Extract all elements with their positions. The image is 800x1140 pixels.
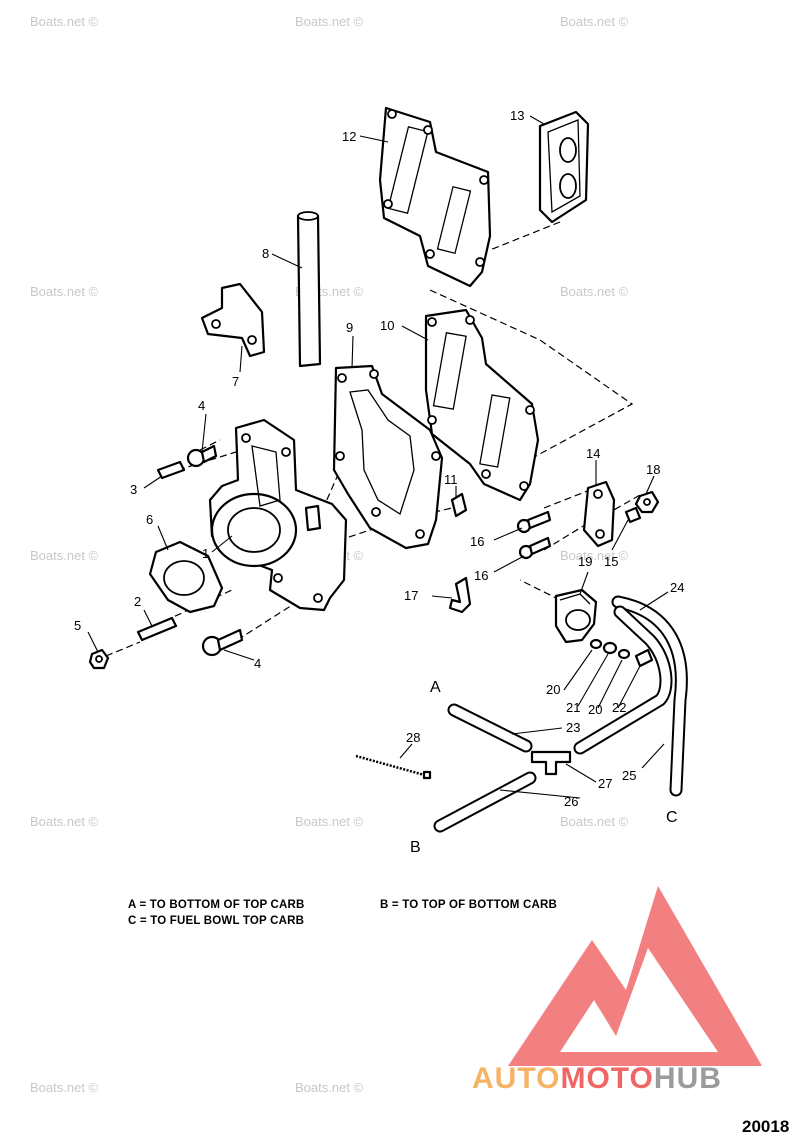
gasket-part-9 bbox=[332, 364, 444, 550]
callout-5: 5 bbox=[74, 618, 81, 633]
callout-16-lower: 16 bbox=[474, 568, 488, 583]
clip-part-17 bbox=[448, 576, 472, 614]
gasket-part-12 bbox=[378, 106, 492, 288]
watermark-text: Boats.net © bbox=[560, 548, 629, 563]
callout-6: 6 bbox=[146, 512, 153, 527]
callout-27: 27 bbox=[598, 776, 612, 791]
connection-letters: A B C bbox=[410, 679, 678, 856]
callout-22: 22 bbox=[612, 700, 626, 715]
callout-17: 17 bbox=[404, 588, 418, 603]
stud-part-3 bbox=[156, 460, 186, 480]
brand-part-hub: HUB bbox=[654, 1062, 722, 1095]
callout-20-left: 20 bbox=[546, 682, 560, 697]
legend-a: A = TO BOTTOM OF TOP CARB bbox=[128, 899, 305, 911]
callout-1: 1 bbox=[202, 546, 209, 561]
callout-18: 18 bbox=[646, 462, 660, 477]
watermark-text: Boats.net © bbox=[295, 14, 364, 29]
bracket-part-14 bbox=[582, 480, 616, 548]
hose-part-25 bbox=[573, 605, 673, 755]
callout-2: 2 bbox=[134, 594, 141, 609]
letter-c: C bbox=[666, 809, 678, 826]
gasket-part-10 bbox=[424, 308, 540, 502]
watermark-text: Boats.net © bbox=[560, 14, 629, 29]
watermark-text: Boats.net © bbox=[560, 814, 629, 829]
callout-11: 11 bbox=[444, 472, 458, 487]
callout-28: 28 bbox=[406, 730, 420, 745]
tube-part-8 bbox=[296, 211, 322, 368]
callout-24: 24 bbox=[670, 580, 684, 595]
callout-20-right: 20 bbox=[588, 702, 602, 717]
screw-part-4-lower bbox=[201, 628, 244, 657]
nut-part-18 bbox=[634, 490, 660, 514]
automotohub-logo: AUTOMOTOHUB bbox=[472, 886, 762, 1095]
nut-part-5 bbox=[88, 648, 110, 670]
intake-manifold-part-1 bbox=[208, 418, 348, 612]
letter-a: A bbox=[430, 679, 441, 696]
callout-14: 14 bbox=[586, 446, 600, 461]
brand-part-auto: AUTO bbox=[472, 1062, 560, 1095]
watermark-text: Boats.net © bbox=[295, 814, 364, 829]
callout-15: 15 bbox=[604, 554, 618, 569]
callout-12: 12 bbox=[342, 129, 356, 144]
letter-b: B bbox=[410, 839, 421, 856]
legend-b: B = TO TOP OF BOTTOM CARB bbox=[380, 899, 557, 911]
callout-10: 10 bbox=[380, 318, 394, 333]
watermark-text: Boats.net © bbox=[30, 284, 99, 299]
bracket-part-7 bbox=[200, 282, 266, 358]
valve-part-19 bbox=[554, 588, 598, 644]
washer-part-21 bbox=[602, 641, 618, 655]
screw-part-11 bbox=[450, 492, 468, 518]
washer-part-20a bbox=[589, 638, 603, 650]
watermark-text: Boats.net © bbox=[30, 548, 99, 563]
leader-lines bbox=[87, 115, 669, 799]
brand-wordmark: AUTOMOTOHUB bbox=[472, 1062, 722, 1095]
watermark-text: Boats.net © bbox=[30, 14, 99, 29]
screw-part-16-lower bbox=[518, 536, 552, 560]
callout-4-upper: 4 bbox=[198, 398, 205, 413]
brand-part-moto: MOTO bbox=[560, 1062, 653, 1095]
spacer-part-15 bbox=[624, 506, 642, 524]
reed-block-part-13 bbox=[538, 110, 590, 224]
stud-part-2 bbox=[136, 616, 178, 642]
logo-triangle-icon bbox=[508, 886, 762, 1066]
washer-part-20b bbox=[617, 648, 631, 660]
drawing-number: 20018 bbox=[742, 1117, 789, 1136]
screw-part-22 bbox=[634, 648, 654, 668]
callout-16-upper: 16 bbox=[470, 534, 484, 549]
callout-23: 23 bbox=[566, 720, 580, 735]
gasket-part-6 bbox=[148, 540, 224, 614]
callout-labels: 12 13 8 7 9 10 4 3 6 1 2 5 4 11 14 18 15… bbox=[74, 108, 684, 809]
callout-4-lower: 4 bbox=[254, 656, 261, 671]
watermark-layer: Boats.net © Boats.net © Boats.net © Boat… bbox=[30, 14, 629, 1095]
tee-fitting-part-27 bbox=[530, 750, 572, 776]
tie-strap-part-28 bbox=[355, 754, 432, 780]
screw-part-16-upper bbox=[516, 510, 552, 534]
hose-part-24 bbox=[611, 595, 688, 797]
legend: A = TO BOTTOM OF TOP CARB B = TO TOP OF … bbox=[128, 899, 557, 927]
watermark-text: Boats.net © bbox=[560, 284, 629, 299]
callout-25: 25 bbox=[622, 768, 636, 783]
callout-9: 9 bbox=[346, 320, 353, 335]
callout-13: 13 bbox=[510, 108, 524, 123]
hose-part-26 bbox=[433, 771, 537, 833]
watermark-text: Boats.net © bbox=[30, 814, 99, 829]
legend-c: C = TO FUEL BOWL TOP CARB bbox=[128, 915, 304, 927]
callout-8: 8 bbox=[262, 246, 269, 261]
hose-part-23 bbox=[447, 703, 533, 753]
screw-part-4-upper bbox=[186, 444, 218, 468]
callout-3: 3 bbox=[130, 482, 137, 497]
callout-19: 19 bbox=[578, 554, 592, 569]
callout-26: 26 bbox=[564, 794, 578, 809]
watermark-text: Boats.net © bbox=[30, 1080, 99, 1095]
callout-21: 21 bbox=[566, 700, 580, 715]
callout-7: 7 bbox=[232, 374, 239, 389]
watermark-text: Boats.net © bbox=[295, 1080, 364, 1095]
